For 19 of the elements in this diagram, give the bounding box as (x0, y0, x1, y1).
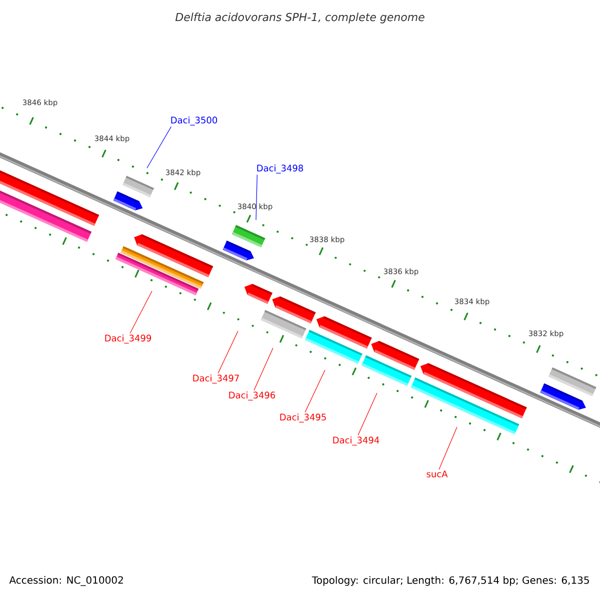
gene-label: Daci_3494 (333, 436, 380, 446)
footer-text: Accession: NC_010002 (9, 576, 123, 586)
gene-label: Daci_3500 (171, 116, 218, 126)
leader-line (130, 290, 152, 334)
gene-label: Daci_3499 (105, 334, 152, 344)
leader-line (256, 174, 258, 220)
leader-line (304, 370, 326, 413)
leader-line (358, 392, 378, 436)
leader-line (146, 126, 172, 168)
gene-label: Daci_3497 (193, 374, 239, 384)
gene-label: sucA (426, 470, 448, 478)
title: Delftia acidovorans SPH-1, complete genome (175, 12, 424, 24)
gene-label: Daci_3495 (280, 414, 326, 422)
leader-line (254, 348, 274, 391)
leader-line (218, 330, 238, 374)
leader-line (438, 426, 458, 470)
gene-label: Daci_3498 (257, 164, 304, 174)
gene-label: Daci_3496 (229, 392, 276, 400)
footer-text: Topology: circular; Length: 6,767,514 bp; Genes: 6,135 (312, 576, 589, 586)
